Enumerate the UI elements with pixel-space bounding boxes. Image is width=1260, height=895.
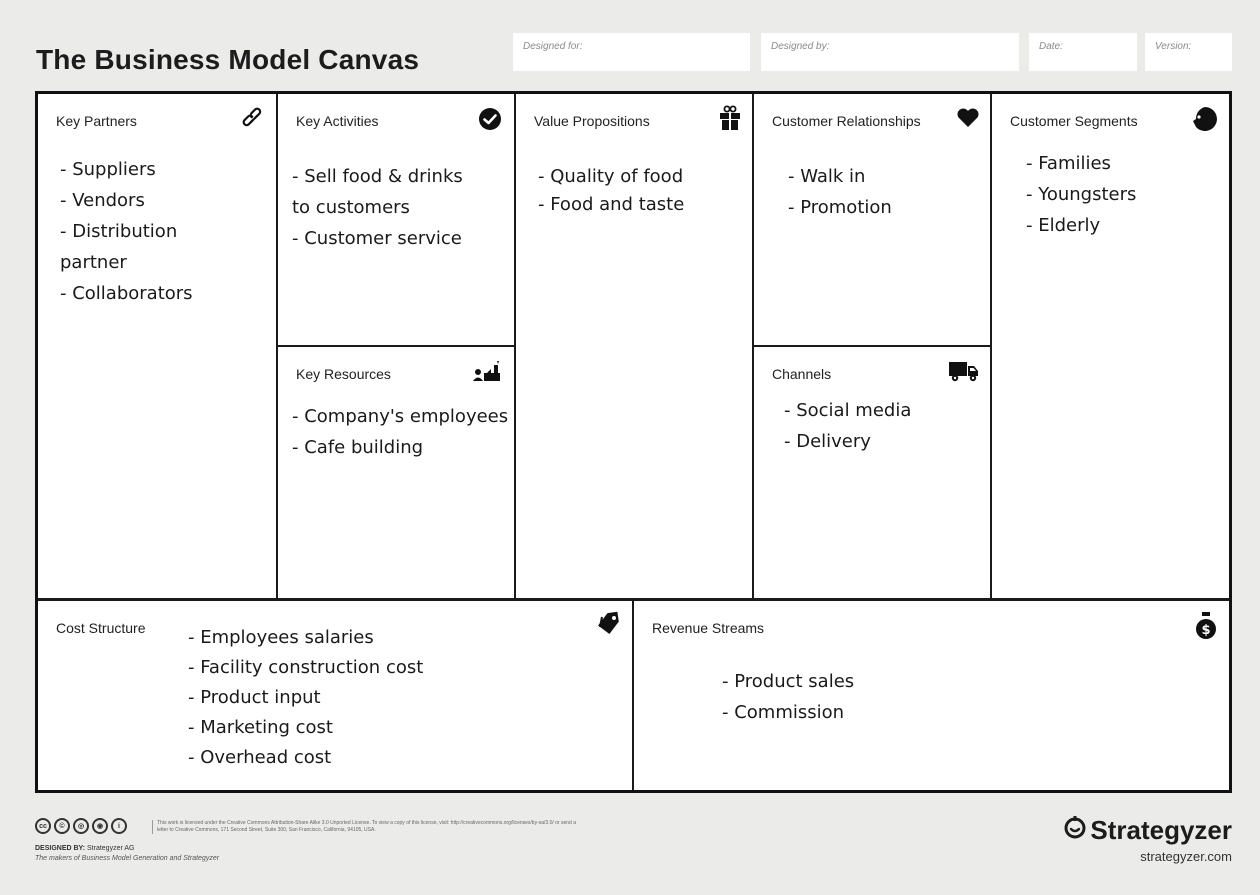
designed-by-field[interactable]: Designed by:	[761, 33, 1019, 71]
list-item: - Youngsters	[1026, 184, 1137, 205]
customer-relationships-block[interactable]: Customer Relationships - Walk in - Promo…	[754, 94, 992, 347]
list-item: - Suppliers	[60, 159, 156, 180]
list-item: - Social media	[784, 400, 912, 421]
svg-text:$: $	[1201, 623, 1210, 638]
date-field[interactable]: Date:	[1029, 33, 1137, 71]
customer-segments-block[interactable]: Customer Segments - Families - Youngster…	[992, 94, 1229, 601]
key-partners-title: Key Partners	[56, 113, 137, 129]
brand-name: Strategyzer	[1090, 815, 1232, 845]
channels-list: - Social media - Delivery	[784, 395, 911, 457]
money-bag-icon: $	[1194, 611, 1218, 641]
list-item: - Company's employees	[292, 406, 509, 427]
list-item: - Employees salaries	[188, 627, 374, 648]
brand-url-link[interactable]: strategyzer.com	[1140, 849, 1232, 864]
key-activities-block[interactable]: Key Activities - Sell food & drinks to c…	[278, 94, 516, 347]
list-item: - Promotion	[788, 197, 892, 218]
list-item: - Marketing cost	[188, 717, 333, 738]
designed-by-label: Designed by:	[771, 41, 830, 52]
link-icon	[242, 107, 266, 131]
list-item: - Walk in	[788, 166, 866, 187]
customer-relationships-list: - Walk in - Promotion	[788, 161, 892, 223]
makers-text: The makers of Business Model Generation …	[35, 855, 220, 862]
key-activities-title: Key Activities	[296, 113, 379, 129]
checkmark-icon	[478, 107, 502, 131]
version-label: Version:	[1155, 41, 1192, 52]
list-item: partner	[60, 252, 127, 273]
list-item: - Customer service	[292, 228, 462, 249]
channels-title: Channels	[772, 366, 832, 382]
revenue-streams-title: Revenue Streams	[652, 620, 765, 636]
customer-segments-title: Customer Segments	[1010, 113, 1138, 129]
designed-for-label: Designed for:	[523, 41, 583, 52]
gift-icon	[718, 105, 742, 130]
revenue-streams-list: - Product sales - Commission	[722, 666, 854, 728]
designed-by-credit: DESIGNED BY: Strategyzer AG	[35, 845, 134, 852]
customer-segments-list: - Families - Youngsters - Elderly	[1026, 148, 1136, 241]
designed-for-field[interactable]: Designed for:	[513, 33, 750, 71]
price-tag-icon	[596, 611, 620, 635]
value-propositions-title: Value Propositions	[534, 113, 650, 129]
version-field[interactable]: Version:	[1145, 33, 1232, 71]
business-model-canvas: Key Partners - Suppliers - Vendors - Dis…	[35, 91, 1232, 793]
revenue-streams-block[interactable]: Revenue Streams $ - Product sales - Comm…	[634, 601, 1229, 790]
cc-person-icon: i	[111, 818, 127, 834]
cost-structure-list: - Employees salaries - Facility construc…	[188, 623, 423, 773]
key-resources-block[interactable]: Key Resources - Company's employees - Ca…	[278, 347, 516, 601]
list-item: - Distribution	[60, 221, 178, 242]
channels-block[interactable]: Channels - Social media - Delivery	[754, 347, 992, 601]
list-item: - Facility construction cost	[188, 657, 424, 678]
cc-remix-icon: ◉	[92, 818, 108, 834]
strategyzer-logo[interactable]: Strategyzer	[1063, 815, 1232, 846]
creative-commons-icons: cc © ◎ ◉ i	[35, 818, 127, 834]
cc-icon: cc	[35, 818, 51, 834]
key-partners-block[interactable]: Key Partners - Suppliers - Vendors - Dis…	[38, 94, 278, 601]
list-item: - Quality of food	[538, 166, 684, 187]
list-item: - Elderly	[1026, 215, 1101, 236]
list-item: - Sell food & drinks	[292, 166, 463, 187]
key-activities-list: - Sell food & drinks to customers - Cust…	[292, 161, 463, 254]
list-item: - Collaborators	[60, 283, 193, 304]
list-item: to customers	[292, 197, 410, 218]
designed-by-value: Strategyzer AG	[87, 845, 135, 852]
cost-structure-title: Cost Structure	[56, 620, 146, 636]
cc-share-alike-icon: ◎	[73, 818, 89, 834]
key-partners-list: - Suppliers - Vendors - Distribution par…	[60, 154, 193, 309]
list-item: - Cafe building	[292, 437, 424, 458]
key-resources-list: - Company's employees - Cafe building	[292, 401, 508, 463]
value-propositions-block[interactable]: Value Propositions - Quality of food - F…	[516, 94, 754, 601]
list-item: - Food and taste	[538, 194, 685, 215]
designed-by-label: DESIGNED BY:	[35, 845, 86, 852]
list-item: - Overhead cost	[188, 747, 332, 768]
list-item: - Product sales	[722, 671, 855, 692]
list-item: - Vendors	[60, 190, 145, 211]
list-item: - Delivery	[784, 431, 871, 452]
strategyzer-logo-icon	[1063, 815, 1087, 846]
list-item: - Commission	[722, 702, 845, 723]
factory-workers-icon	[472, 359, 502, 383]
heart-icon	[956, 106, 980, 130]
list-item: - Families	[1026, 153, 1111, 174]
cc-attribution-icon: ©	[54, 818, 70, 834]
truck-icon	[948, 359, 980, 383]
list-item: - Product input	[188, 687, 321, 708]
key-resources-title: Key Resources	[296, 366, 391, 382]
customer-relationships-title: Customer Relationships	[772, 113, 921, 129]
license-text: This work is licensed under the Creative…	[152, 820, 577, 834]
date-label: Date:	[1039, 41, 1063, 52]
cost-structure-block[interactable]: Cost Structure - Employees salaries - Fa…	[38, 601, 634, 790]
canvas-title: The Business Model Canvas	[36, 44, 420, 75]
value-propositions-list: - Quality of food - Food and taste	[538, 161, 684, 220]
person-head-icon	[1190, 106, 1220, 134]
